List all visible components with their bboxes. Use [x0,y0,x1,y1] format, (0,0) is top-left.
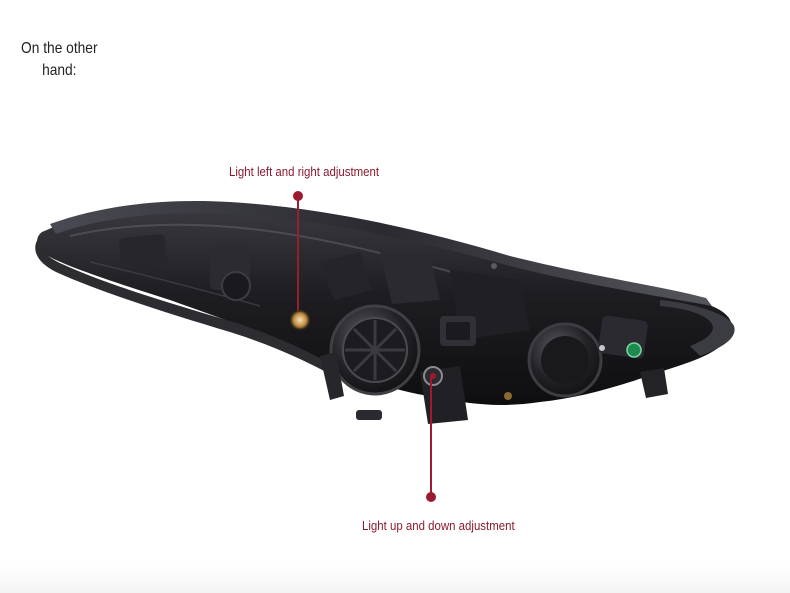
intro-line-2: hand: [42,62,77,79]
floor-gradient [0,565,790,593]
callout-left-right-label: Light left and right adjustment [229,164,380,179]
intro-text: On the other hand: [12,38,107,82]
intro-line-1: On the other [21,40,98,57]
callout-up-down-label: Light up and down adjustment [362,518,515,533]
callout-left-right-marker [290,191,310,330]
callout-up-down-marker [423,366,443,502]
housing-details [118,234,668,424]
